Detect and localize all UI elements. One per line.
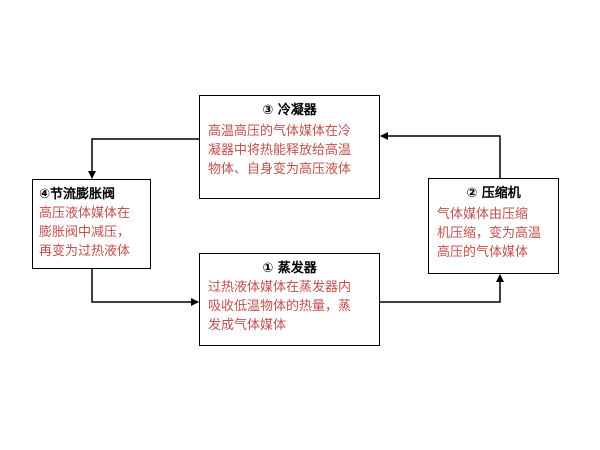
compressor-description: 气体媒体由压缩 机压缩，变为高温 高压的气体媒体: [429, 203, 558, 262]
arrow-condenser-to-throttle: [88, 138, 199, 179]
compressor-box: ② 压缩机 气体媒体由压缩 机压缩，变为高温 高压的气体媒体: [428, 178, 559, 274]
compressor-title: ② 压缩机: [466, 186, 521, 201]
throttle-valve-title: ④节流膨胀阀: [39, 187, 116, 202]
condenser-desc-line: 物体、自身变为高压液体: [208, 162, 352, 177]
compressor-desc-line: 高压的气体媒体: [437, 245, 529, 260]
evaporator-title: ① 蒸发器: [262, 261, 317, 276]
arrow-throttle-to-evaporator: [91, 269, 199, 306]
evaporator-desc-line: 吸收低温物体的热量，蒸: [208, 299, 352, 314]
throttle-valve-box: ④节流膨胀阀 高压液体媒体在 膨胀阀中减压， 再变为过热液体: [32, 179, 151, 269]
throttle-valve-description: 高压液体媒体在 膨胀阀中减压， 再变为过热液体: [33, 204, 150, 261]
throttle-desc-line: 膨胀阀中减压，: [39, 225, 131, 240]
evaporator-desc-line: 发成气体媒体: [208, 318, 287, 333]
compressor-desc-line: 气体媒体由压缩: [437, 207, 529, 222]
condenser-box: ③ 冷凝器 高温高压的气体媒体在冷 凝器中将热能释放给高温 物体、自身变为高压液…: [199, 95, 380, 199]
arrow-evaporator-to-compressor: [380, 274, 504, 303]
throttle-desc-line: 高压液体媒体在: [39, 206, 131, 221]
condenser-desc-line: 高温高压的气体媒体在冷: [208, 124, 352, 139]
throttle-desc-line: 再变为过热液体: [39, 244, 131, 259]
arrow-compressor-to-condenser: [380, 132, 501, 178]
evaporator-description: 过热液体媒体在蒸发器内 吸收低温物体的热量，蒸 发成气体媒体: [200, 278, 379, 335]
condenser-description: 高温高压的气体媒体在冷 凝器中将热能释放给高温 物体、自身变为高压液体: [200, 120, 379, 179]
condenser-desc-line: 凝器中将热能释放给高温: [208, 143, 352, 158]
evaporator-desc-line: 过热液体媒体在蒸发器内: [208, 280, 352, 295]
condenser-title: ③ 冷凝器: [262, 103, 317, 118]
evaporator-box: ① 蒸发器 过热液体媒体在蒸发器内 吸收低温物体的热量，蒸 发成气体媒体: [199, 253, 380, 346]
compressor-desc-line: 机压缩，变为高温: [437, 226, 542, 241]
